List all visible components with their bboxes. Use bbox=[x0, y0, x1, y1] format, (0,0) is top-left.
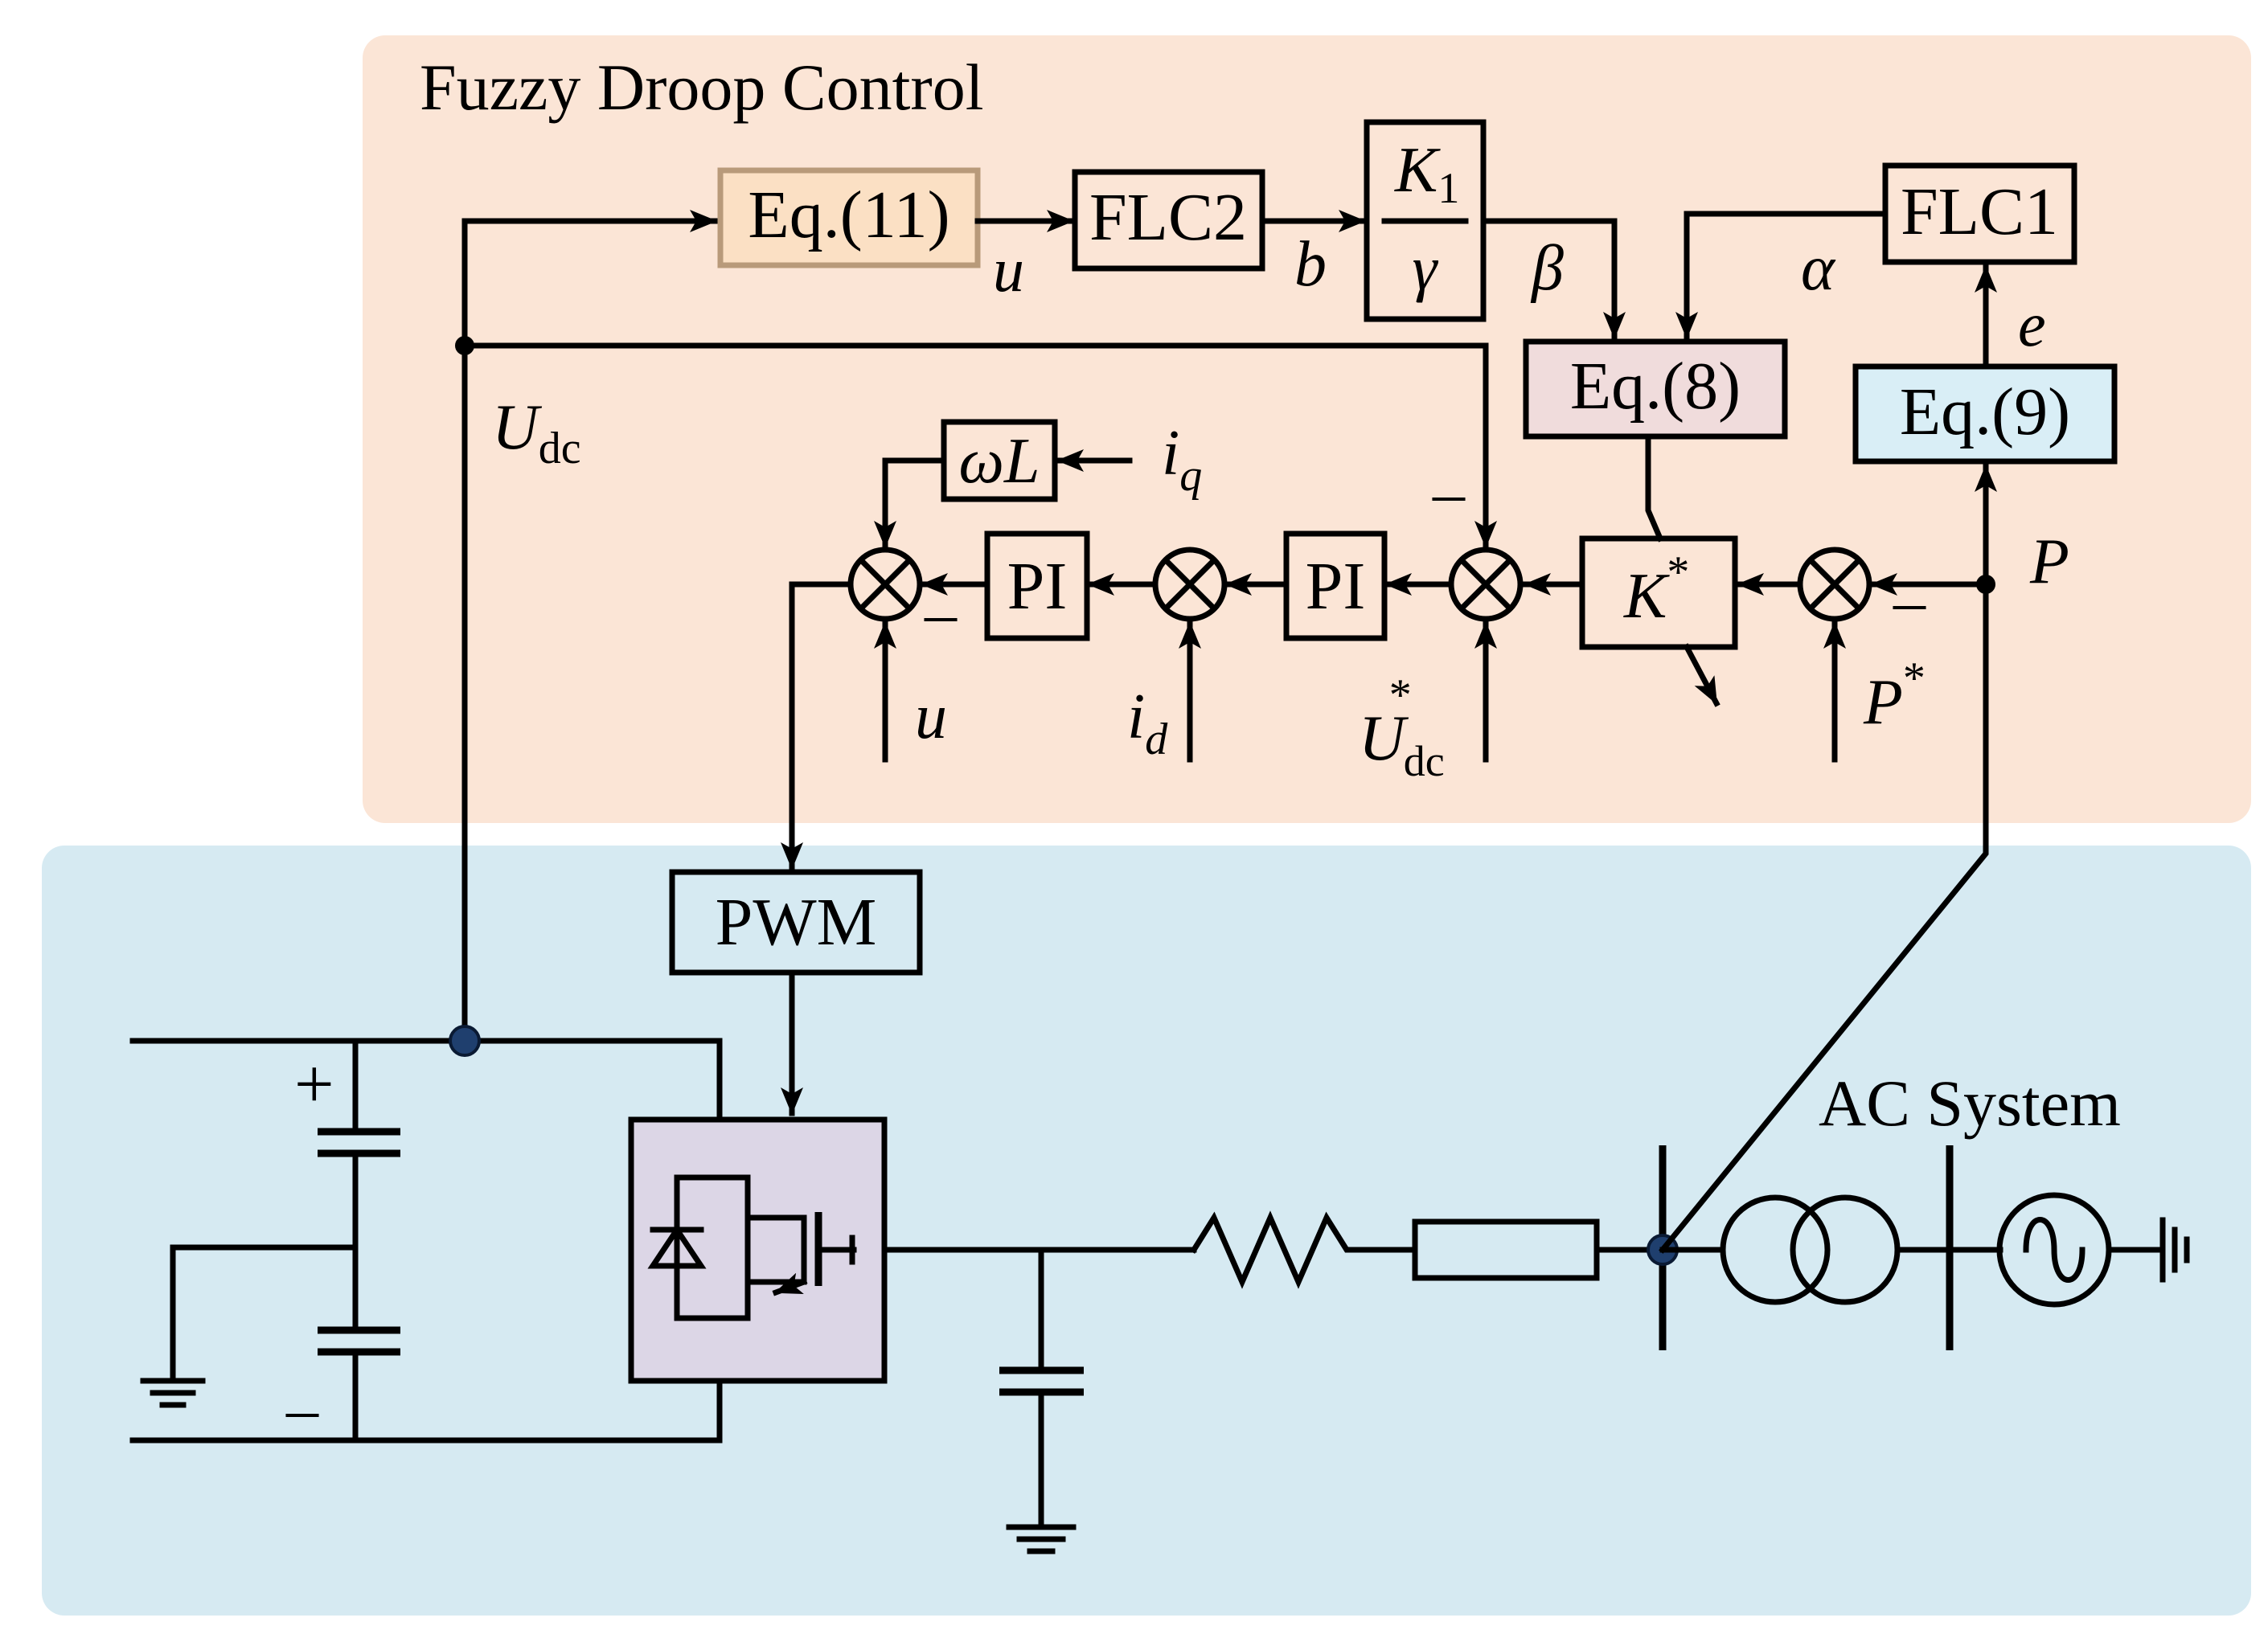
minus-sign: – bbox=[285, 1374, 319, 1445]
pwm-label: PWM bbox=[716, 885, 877, 960]
pwm-block bbox=[669, 869, 923, 976]
eq9-label: Eq.(9) bbox=[1900, 375, 2070, 449]
plus-sign: + bbox=[294, 1046, 334, 1124]
transformer-winding-1 bbox=[1720, 1194, 1831, 1305]
signal-u-bottom: u bbox=[915, 682, 947, 752]
minus-p: – bbox=[1893, 567, 1926, 637]
eq9-block bbox=[1852, 363, 2118, 465]
signal-alpha: α bbox=[1801, 233, 1836, 304]
signal-b: b bbox=[1294, 229, 1327, 300]
ac-system-panel bbox=[42, 846, 2251, 1616]
signal-iq: iq bbox=[1162, 418, 1202, 501]
signal-p: P bbox=[2029, 526, 2069, 597]
k1-denominator: γ bbox=[1413, 233, 1439, 303]
k-star-block bbox=[1579, 535, 1738, 650]
flc1-label: FLC1 bbox=[1901, 174, 2058, 249]
eq8-label: Eq.(8) bbox=[1570, 349, 1741, 424]
k-star-label: K* bbox=[1623, 547, 1689, 632]
k1-numerator: K1 bbox=[1394, 135, 1459, 212]
signal-id: id bbox=[1127, 682, 1168, 764]
signal-p-star: P* bbox=[1863, 653, 1926, 738]
pi-current-label: PI bbox=[1007, 549, 1068, 624]
signal-udc-star: U*dc bbox=[1359, 670, 1445, 785]
eq8-block bbox=[1523, 338, 1788, 440]
signal-udc: Udc bbox=[492, 392, 581, 473]
minus-u: – bbox=[924, 579, 958, 649]
signal-u-top: u bbox=[993, 235, 1024, 305]
eq11-block bbox=[717, 167, 981, 268]
flc2-label: FLC2 bbox=[1089, 180, 1247, 255]
fuzzy-droop-title: Fuzzy Droop Control bbox=[420, 51, 983, 124]
eq11-label: Eq.(11) bbox=[748, 178, 949, 252]
udc-branch-node bbox=[455, 336, 474, 355]
pi-voltage-label: PI bbox=[1306, 549, 1366, 624]
signal-beta: β bbox=[1530, 233, 1564, 304]
signal-e: e bbox=[2018, 289, 2046, 359]
udc-measure-node bbox=[449, 1025, 481, 1057]
omega-l-label: ωL bbox=[959, 426, 1040, 497]
ac-system-title: AC System bbox=[1819, 1067, 2121, 1140]
minus-udc: – bbox=[1432, 458, 1466, 529]
